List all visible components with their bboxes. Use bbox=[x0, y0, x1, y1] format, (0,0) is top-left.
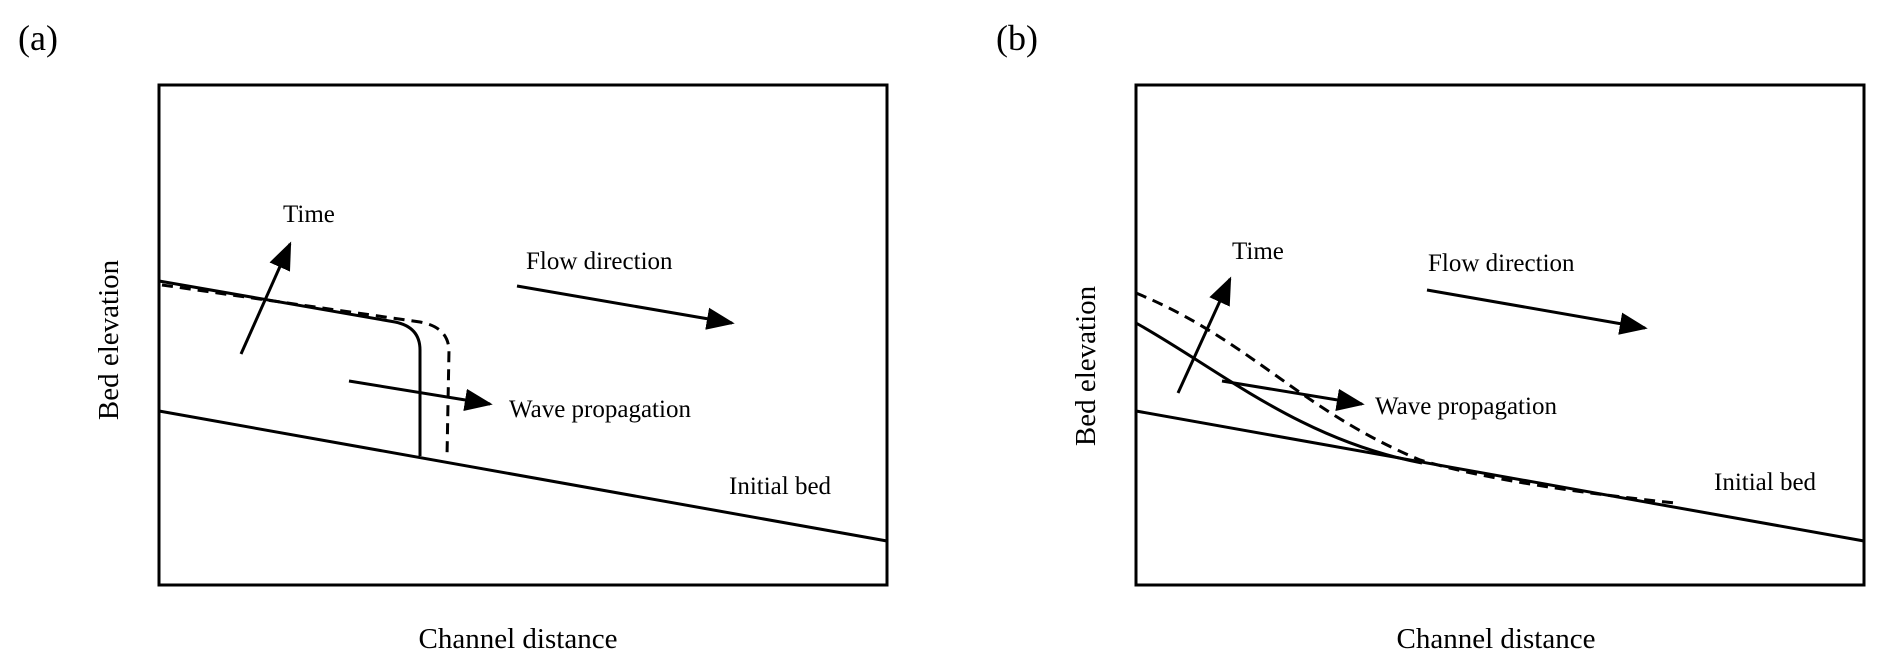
panel-a: (a) Time Flow direction Wave propagation… bbox=[18, 18, 889, 655]
panel-b-wave-arrow bbox=[1221, 379, 1365, 411]
panel-b-wave-label: Wave propagation bbox=[1375, 393, 1557, 420]
panel-b-initial-bed-line bbox=[1135, 409, 1865, 543]
panel-a-ylabel: Bed elevation bbox=[93, 259, 125, 420]
panel-a-initial-bed-line bbox=[158, 409, 888, 543]
panel-b-time-label: Time bbox=[1232, 238, 1284, 265]
panel-b: (b) Time Flow direction Wave propagation… bbox=[996, 18, 1866, 655]
panel-a-time-arrow bbox=[239, 241, 292, 355]
panel-b-tag: (b) bbox=[996, 18, 1038, 58]
panel-b-ylabel: Bed elevation bbox=[1070, 285, 1102, 446]
panel-a-tag: (a) bbox=[18, 18, 58, 58]
panel-b-frame bbox=[1134, 83, 1866, 587]
panel-a-xlabel: Channel distance bbox=[419, 623, 618, 655]
panel-b-flow-label: Flow direction bbox=[1428, 250, 1575, 277]
panel-b-time-arrow bbox=[1176, 276, 1232, 394]
panel-a-flow-label: Flow direction bbox=[526, 248, 673, 275]
panel-a-earlier-profile bbox=[158, 279, 422, 456]
panel-b-flow-arrow bbox=[1426, 288, 1648, 335]
panel-b-xlabel: Channel distance bbox=[1397, 623, 1596, 655]
panel-a-frame bbox=[157, 83, 889, 587]
panel-b-initial-bed-label: Initial bed bbox=[1714, 469, 1817, 496]
panel-a-wave-label: Wave propagation bbox=[509, 396, 691, 423]
panel-a-wave-arrow bbox=[348, 379, 493, 411]
panel-a-time-label: Time bbox=[283, 201, 335, 228]
panel-a-initial-bed-label: Initial bed bbox=[729, 473, 832, 500]
panel-a-flow-arrow bbox=[516, 284, 735, 330]
panel-b-earlier-profile bbox=[1135, 321, 1423, 465]
panel-b-later-profile bbox=[1135, 291, 1676, 505]
panel-a-later-profile bbox=[161, 283, 451, 458]
